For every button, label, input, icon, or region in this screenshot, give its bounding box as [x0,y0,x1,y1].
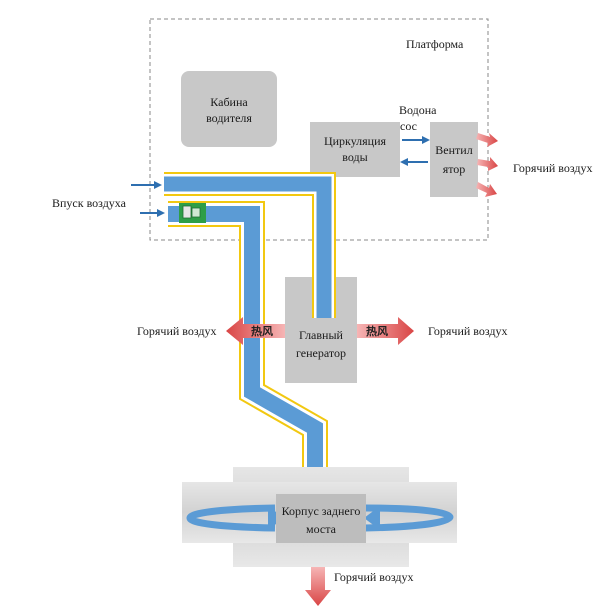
generator-label-line1: Главный [299,328,344,342]
fan-label-line2: ятор [443,162,466,176]
hot-air-left-label: Горячий воздух [137,324,217,338]
axle-inner-box [276,494,366,543]
cab-label-line1: Кабина [210,95,248,109]
water-circulation-box [310,122,400,177]
pump-label-line1: Водона [399,103,437,117]
platform-label: Платформа [406,37,464,51]
hot-air-bottom-label: Горячий воздух [334,570,414,584]
duct-intake-generator [164,172,336,318]
sensor-block [179,203,206,223]
cab-box [181,71,277,147]
axle-label-line1: Корпус заднего [282,504,361,518]
water-circulation-line1: Циркуляция [324,134,387,148]
axle-flow-ellipse [186,504,454,532]
hot-air-arrow-right [357,317,414,345]
fan-box [430,122,478,197]
heat-label-left: 热风 [251,324,273,338]
hot-air-right-label: Горячий воздух [428,324,508,338]
pump-label-line2: сос [400,119,417,133]
heat-label-right: 热风 [366,324,388,338]
axle-label-line2: моста [306,522,337,536]
air-intake-label: Впуск воздуха [52,196,127,210]
hot-air-arrow-bottom [305,567,331,606]
generator-label-line2: генератор [296,346,346,360]
fan-label-line1: Вентил [435,143,472,157]
duct-intake-axle [168,201,328,490]
fan-hot-arrows [476,133,498,197]
water-circulation-line2: воды [342,150,367,164]
cab-label-line2: водителя [206,111,252,125]
hot-air-arrow-left [226,317,285,345]
fan-hot-air-label: Горячий воздух [513,161,593,175]
